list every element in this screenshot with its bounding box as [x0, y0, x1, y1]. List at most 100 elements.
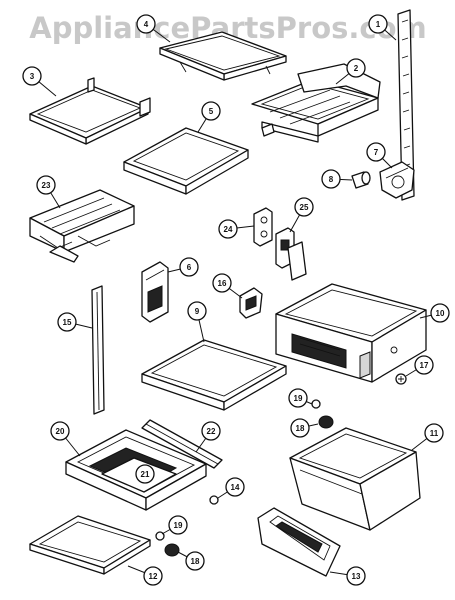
callout-number: 25 [300, 203, 309, 212]
part-16-bracket [239, 287, 263, 319]
part-7-bracket [379, 161, 415, 199]
callout-circle [50, 421, 70, 441]
callout-3: 3 [22, 66, 42, 86]
callout-number: 7 [374, 148, 379, 157]
callout-circle [290, 418, 310, 438]
callout-2: 2 [346, 58, 366, 78]
callout-circle [414, 355, 434, 375]
callout-number: 18 [191, 557, 200, 566]
callout-circle [135, 464, 155, 484]
callout-circle [430, 303, 450, 323]
callout-number: 1 [376, 20, 381, 29]
callout-circle [368, 14, 388, 34]
callout-number: 20 [56, 427, 65, 436]
callout-4: 4 [136, 14, 156, 34]
callout-circle [424, 423, 444, 443]
callout-number: 21 [141, 470, 150, 479]
callout-circle [346, 566, 366, 586]
callout-number: 11 [430, 429, 439, 438]
part-12-drawer-cover [29, 515, 151, 575]
callout-number: 18 [296, 424, 305, 433]
callout-11: 11 [424, 423, 444, 443]
callout-circle [187, 301, 207, 321]
callout-number: 9 [195, 307, 200, 316]
callout-17: 17 [414, 355, 434, 375]
callout-21: 21 [135, 464, 155, 484]
callout-number: 8 [329, 175, 334, 184]
callout-number: 23 [42, 181, 51, 190]
callout-circle [168, 515, 188, 535]
callout-number: 16 [218, 279, 227, 288]
callout-10: 10 [430, 303, 450, 323]
callout-23: 23 [36, 175, 56, 195]
callout-number: 10 [436, 309, 445, 318]
callout-circle [294, 197, 314, 217]
part-18-wheel-lower [164, 543, 180, 557]
callout-circle [225, 477, 245, 497]
callout-18: 18 [290, 418, 310, 438]
callout-7: 7 [366, 142, 386, 162]
callout-5: 5 [201, 101, 221, 121]
part-23-tray [29, 189, 135, 263]
callout-number: 2 [354, 64, 359, 73]
callout-circle [366, 142, 386, 162]
callout-circle [201, 421, 221, 441]
callout-circle [179, 257, 199, 277]
callout-number: 13 [352, 572, 361, 581]
callout-number: 5 [209, 107, 214, 116]
callout-circle [36, 175, 56, 195]
callout-circle [185, 551, 205, 571]
callout-number: 3 [30, 72, 35, 81]
part-18-wheel-upper [318, 415, 334, 429]
part-6-vent-cover [141, 261, 169, 323]
part-13-crisper-front [257, 507, 341, 577]
callout-19: 19 [168, 515, 188, 535]
part-19-roller-upper [311, 399, 321, 409]
callout-circle [288, 388, 308, 408]
callout-circle [346, 58, 366, 78]
callout-number: 6 [187, 263, 192, 272]
callout-14: 14 [225, 477, 245, 497]
callout-16: 16 [212, 273, 232, 293]
callout-number: 22 [207, 427, 216, 436]
callout-circle [143, 566, 163, 586]
part-11-crisper-pan [289, 427, 421, 531]
part-15-trim-strip [91, 285, 105, 415]
callout-number: 19 [294, 394, 303, 403]
part-10-crisper-housing [275, 283, 427, 383]
callout-circle [136, 14, 156, 34]
callout-circle [201, 101, 221, 121]
callout-circle [212, 273, 232, 293]
callout-15: 15 [57, 312, 77, 332]
callout-6: 6 [179, 257, 199, 277]
part-4-glass-shelf [159, 31, 287, 81]
callout-13: 13 [346, 566, 366, 586]
callout-12: 12 [143, 566, 163, 586]
part-5-glass-shelf [123, 127, 249, 195]
callout-number: 17 [420, 361, 429, 370]
callout-circle [321, 169, 341, 189]
callout-number: 14 [231, 483, 240, 492]
callout-circle [22, 66, 42, 86]
callout-8: 8 [321, 169, 341, 189]
callout-1: 1 [368, 14, 388, 34]
part-8-knob [351, 171, 371, 189]
callout-19: 19 [288, 388, 308, 408]
part-24-control-housing [253, 207, 273, 247]
callout-20: 20 [50, 421, 70, 441]
part-25-switch [275, 227, 307, 281]
part-14-screw [209, 495, 219, 505]
callout-18: 18 [185, 551, 205, 571]
part-17-screw [395, 373, 407, 385]
callout-number: 15 [63, 318, 72, 327]
callout-circle [218, 219, 238, 239]
part-9-glass-shelf [141, 339, 287, 411]
part-3-shelf [29, 77, 151, 145]
callout-22: 22 [201, 421, 221, 441]
callout-9: 9 [187, 301, 207, 321]
part-22-slide-rail [141, 419, 223, 469]
callout-number: 24 [224, 225, 233, 234]
